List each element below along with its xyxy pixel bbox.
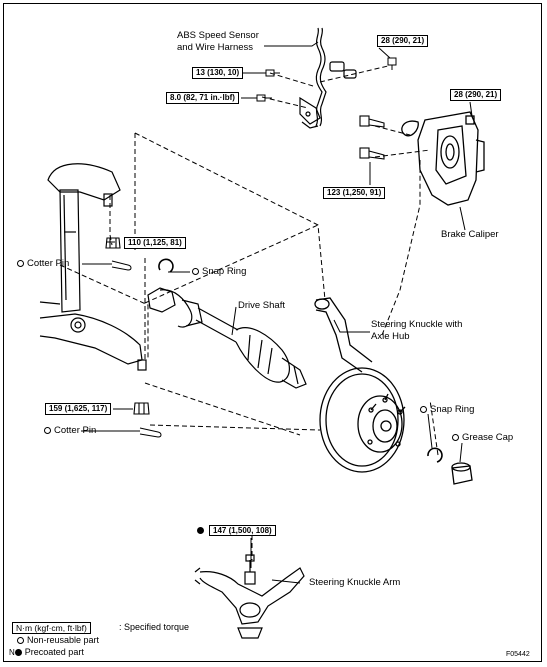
drive-shaft-label: Drive Shaft (238, 300, 285, 311)
sensor-bolts (256, 57, 397, 102)
non-reusable-icon (44, 427, 51, 434)
grease-cap-label: Grease Cap (452, 432, 513, 443)
non-reusable-icon (192, 268, 199, 275)
non-reusable-icon (17, 260, 24, 267)
knuckle-label-line2: Axle Hub (371, 331, 410, 342)
cotter-pin-lower-text: Cotter Pin (54, 425, 97, 436)
abs-sensor-label-line1: ABS Speed Sensor (177, 30, 259, 41)
snap-ring-left-text: Snap Ring (202, 266, 247, 277)
figure-id: F05442 (506, 651, 530, 658)
torque-28-right: 28 (290, 21) (450, 89, 502, 101)
torque-110: 110 (1,125, 81) (124, 237, 186, 249)
cotter-pins (111, 260, 162, 438)
brake-caliper-label: Brake Caliper (441, 229, 499, 240)
non-reusable-icon (420, 406, 427, 413)
torque-28-upper: 28 (290, 21) (377, 35, 429, 47)
cotter-pin-upper-text: Cotter Pin (27, 258, 70, 269)
legend-non-reusable-text: Non-reusable part (27, 635, 100, 645)
knuckle-arm-label: Steering Knuckle Arm (309, 577, 401, 588)
snap-ring-right-text: Snap Ring (430, 404, 475, 415)
castle-nuts (105, 237, 150, 415)
legend-precoated-text: Precoated part (24, 647, 84, 657)
cotter-pin-upper-label: Cotter Pin (17, 258, 69, 269)
snap-ring-left-label: Snap Ring (192, 266, 246, 277)
non-reusable-icon (17, 637, 24, 644)
legend-torque-desc: : Specified torque (119, 622, 190, 632)
leader-lines (81, 41, 473, 584)
shock-absorber (47, 163, 121, 313)
brake-caliper (401, 111, 485, 206)
abs-sensor-label-line2: and Wire Harness (177, 42, 254, 53)
legend-torque-unit: N·m (kgf·cm, ft·lbf) (12, 622, 91, 634)
grease-cap-part (451, 462, 473, 485)
knuckle-label-line1: Steering Knuckle with (371, 319, 463, 330)
torque-13: 13 (130, 10) (192, 67, 244, 79)
knuckle-hub (314, 297, 406, 473)
torque-147: 147 (1,500, 108) (209, 525, 276, 536)
abs-sensor-harness (299, 27, 357, 129)
snap-ring-right-label: Snap Ring (420, 404, 474, 415)
dashed-guide-lines (59, 65, 439, 560)
grease-cap-text: Grease Cap (462, 432, 514, 443)
lower-arm (39, 301, 147, 371)
caliper-bolts (359, 115, 385, 160)
precoated-icon (14, 649, 22, 656)
torque-123: 123 (1,250, 91) (323, 187, 386, 199)
diagram-frame (3, 3, 542, 662)
torque-147-row: 147 (1,500, 108) (197, 525, 276, 536)
legend-non-reusable: Non-reusable part (17, 635, 99, 646)
precoated-icon (197, 527, 204, 534)
legend-precoated: N Precoated part (9, 647, 84, 658)
cotter-pin-lower-label: Cotter Pin (44, 425, 96, 436)
corner-mark: N (9, 648, 15, 657)
knuckle-arm (194, 554, 305, 639)
torque-8: 8.0 (82, 71 in.·lbf) (166, 92, 239, 104)
snap-rings (158, 258, 443, 463)
non-reusable-icon (452, 434, 459, 441)
drive-shaft (147, 287, 307, 389)
torque-159: 159 (1,625, 117) (45, 403, 112, 415)
